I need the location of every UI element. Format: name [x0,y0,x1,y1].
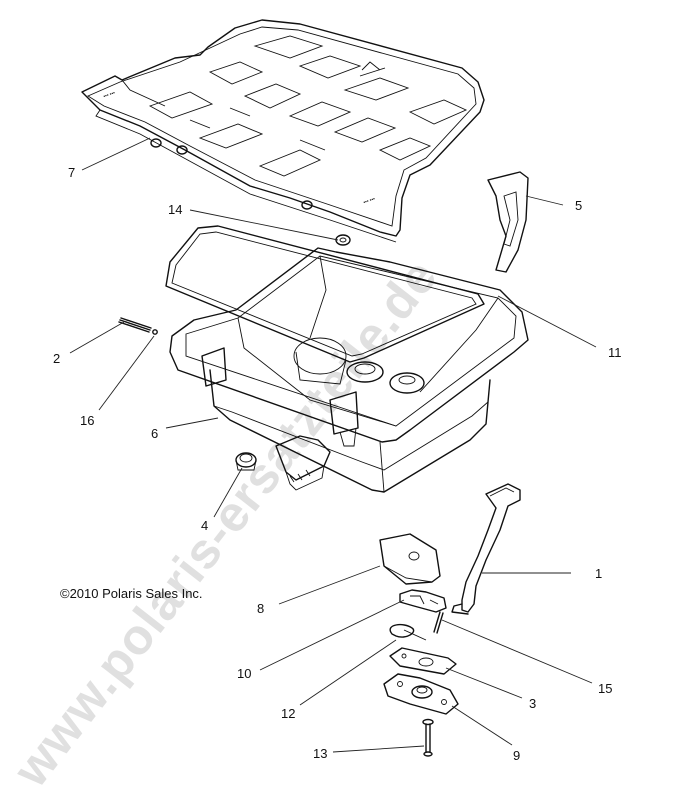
part-storage-box [169,247,529,493]
part-seal [165,225,485,363]
callout-1: 1 [595,566,602,581]
callout-9: 9 [513,748,520,763]
part-latch [399,589,447,613]
callout-15: 15 [598,681,612,696]
part-latch-strap [487,171,529,273]
copyright-notice: ©2010 Polaris Sales Inc. [60,586,203,601]
callout-2: 2 [53,351,60,366]
callout-11: 11 [608,345,622,360]
watermark-text: www.polaris-ersatzteile.de [2,248,448,797]
part-lid: ▪▪▪ ▪▪▪ ▪▪▪ ▪▪▪ [81,19,485,243]
part-spring-clip [389,623,427,641]
callout-16: 16 [80,413,94,428]
callout-10: 10 [237,666,251,681]
part-clip [152,329,158,335]
callout-labels: 1 2 3 4 5 6 7 8 9 10 11 12 13 14 15 16 [53,165,622,763]
callout-5: 5 [575,198,582,213]
svg-text:▪▪▪ ▪▪▪: ▪▪▪ ▪▪▪ [103,90,117,100]
callout-12: 12 [281,706,295,721]
part-handle [451,483,521,615]
callout-8: 8 [257,601,264,616]
part-nut [335,234,351,246]
part-spring-pin [433,611,444,634]
part-pin [118,317,152,333]
callout-6: 6 [151,426,158,441]
callout-13: 13 [313,746,327,761]
callout-3: 3 [529,696,536,711]
part-base-plate [383,673,459,715]
callout-4: 4 [201,518,208,533]
part-bolt [422,718,434,757]
callout-7: 7 [68,165,75,180]
svg-text:▪▪▪ ▪▪▪: ▪▪▪ ▪▪▪ [363,196,377,206]
part-gasket [389,647,457,675]
leader-lines [69,137,597,753]
callout-14: 14 [168,202,182,217]
part-block [379,533,441,585]
part-grommet [235,452,257,471]
